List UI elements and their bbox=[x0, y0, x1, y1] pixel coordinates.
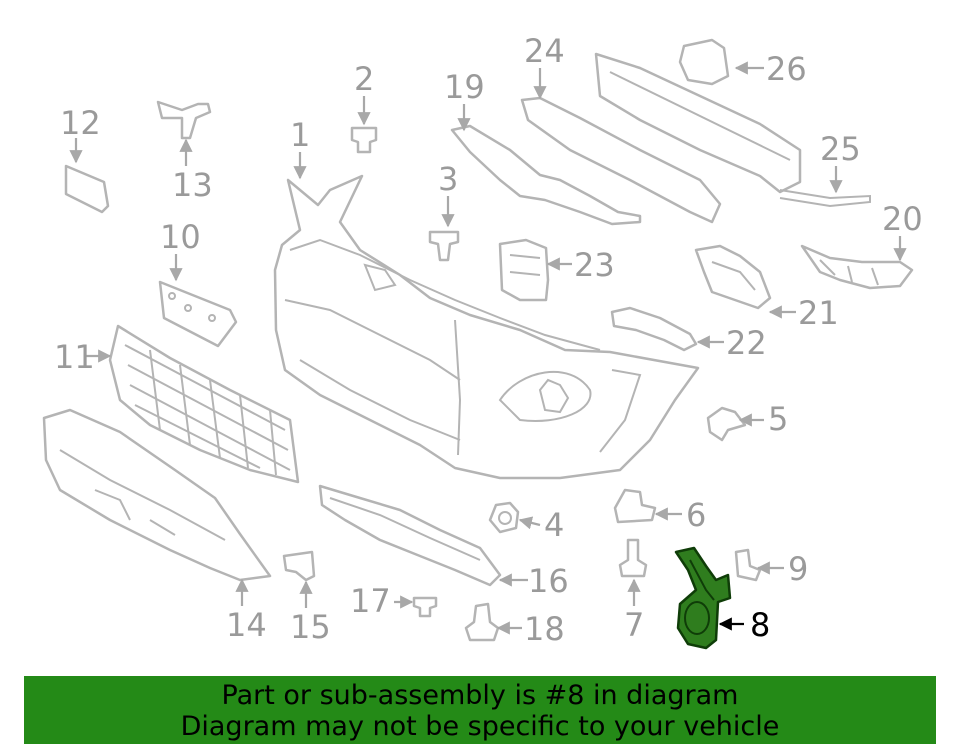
part-17-clip[interactable] bbox=[412, 596, 438, 618]
part-23-retainer[interactable] bbox=[498, 238, 550, 302]
callout-15[interactable]: 15 bbox=[290, 608, 331, 646]
callout-13[interactable]: 13 bbox=[172, 166, 213, 204]
part-20-side-bracket[interactable] bbox=[800, 244, 914, 290]
callout-10[interactable]: 10 bbox=[160, 218, 201, 256]
part-1-bumper-cover[interactable] bbox=[273, 174, 700, 480]
part-26-bracket[interactable] bbox=[678, 38, 730, 86]
part-7-bolt[interactable] bbox=[618, 538, 648, 578]
callout-7[interactable]: 7 bbox=[624, 606, 644, 644]
callout-11[interactable]: 11 bbox=[54, 338, 95, 376]
callout-19[interactable]: 19 bbox=[444, 68, 485, 106]
callout-20[interactable]: 20 bbox=[882, 200, 923, 238]
callout-22[interactable]: 22 bbox=[726, 324, 767, 362]
part-14-skid-plate[interactable] bbox=[42, 408, 272, 582]
callout-9[interactable]: 9 bbox=[788, 550, 808, 588]
part-2-clip[interactable] bbox=[350, 126, 378, 154]
callout-12[interactable]: 12 bbox=[60, 104, 101, 142]
banner-line-1: Part or sub-assembly is #8 in diagram bbox=[221, 680, 739, 711]
part-3-clip[interactable] bbox=[428, 230, 460, 262]
callout-labels: 1 2 3 4 5 6 7 8 9 10 11 12 13 14 15 16 1… bbox=[54, 32, 923, 648]
part-15-clip[interactable] bbox=[282, 550, 316, 582]
part-18-nut[interactable] bbox=[464, 602, 500, 642]
part-25-reinforcement-bar[interactable] bbox=[594, 52, 871, 208]
part-21-bracket[interactable] bbox=[694, 244, 772, 310]
callout-24[interactable]: 24 bbox=[524, 32, 565, 70]
banner-line-2: Diagram may not be specific to your vehi… bbox=[180, 711, 780, 742]
part-24-absorber[interactable] bbox=[520, 96, 722, 224]
part-16-shield[interactable] bbox=[318, 484, 502, 587]
callout-4[interactable]: 4 bbox=[544, 506, 564, 544]
callout-5[interactable]: 5 bbox=[768, 400, 788, 438]
part-19-reinforcement[interactable] bbox=[450, 124, 642, 226]
callout-14[interactable]: 14 bbox=[226, 606, 267, 644]
callout-21[interactable]: 21 bbox=[798, 294, 839, 332]
callout-3[interactable]: 3 bbox=[438, 160, 458, 198]
part-11-grille[interactable] bbox=[108, 324, 300, 484]
callout-6[interactable]: 6 bbox=[686, 496, 706, 534]
parts-diagram: 1 2 3 4 5 6 7 8 9 10 11 12 13 14 15 16 1… bbox=[42, 32, 923, 650]
callout-26[interactable]: 26 bbox=[766, 50, 807, 88]
part-6-retainer[interactable] bbox=[613, 488, 657, 524]
callout-23[interactable]: 23 bbox=[574, 246, 615, 284]
part-10-license-bracket[interactable] bbox=[158, 280, 238, 348]
part-13-bracket[interactable] bbox=[156, 100, 212, 140]
part-5-bracket[interactable] bbox=[706, 406, 747, 442]
part-8-fog-lamp-bracket[interactable] bbox=[674, 546, 732, 650]
callout-1[interactable]: 1 bbox=[290, 116, 310, 154]
callout-17[interactable]: 17 bbox=[350, 582, 391, 620]
leader-lines bbox=[69, 61, 907, 635]
callout-25[interactable]: 25 bbox=[820, 130, 861, 168]
part-9-clip[interactable] bbox=[734, 548, 762, 582]
part-12-cover[interactable] bbox=[64, 164, 110, 214]
callout-2[interactable]: 2 bbox=[354, 60, 374, 98]
part-4-nut[interactable] bbox=[488, 501, 520, 534]
callout-8[interactable]: 8 bbox=[750, 606, 770, 644]
callout-18[interactable]: 18 bbox=[524, 610, 565, 648]
part-22-bracket[interactable] bbox=[610, 306, 698, 352]
info-banner: Part or sub-assembly is #8 in diagram Di… bbox=[24, 676, 936, 744]
callout-16[interactable]: 16 bbox=[528, 562, 569, 600]
